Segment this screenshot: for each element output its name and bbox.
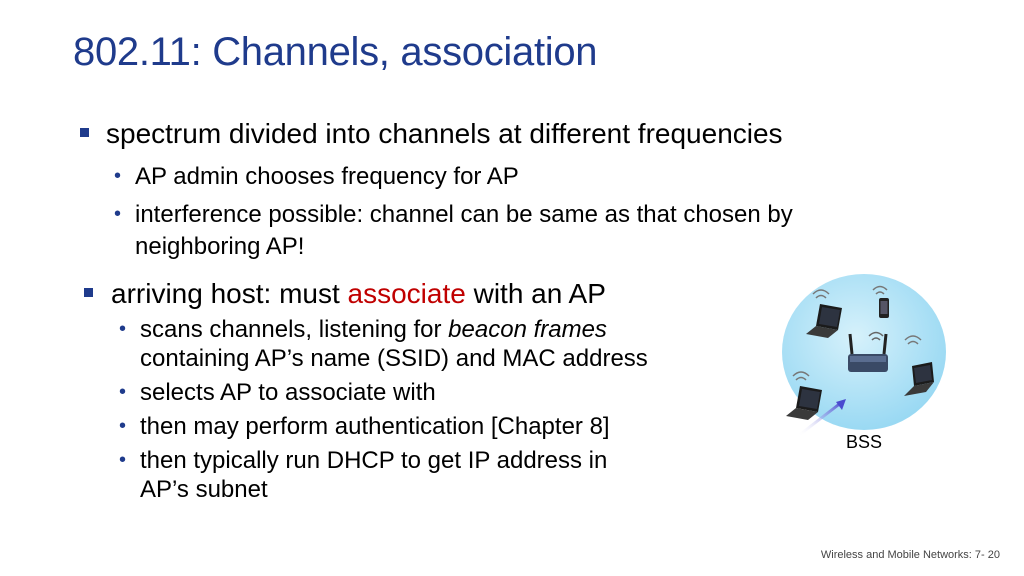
access-point-icon — [848, 331, 888, 372]
arrow-head-icon — [836, 399, 846, 410]
beacon-frames-term: beacon frames — [448, 316, 607, 343]
sub-bullet-scans: scans channels, listening for beacon fra… — [140, 315, 607, 345]
laptop-icon — [806, 289, 842, 338]
arrival-arrow — [797, 400, 843, 438]
round-bullet-icon: • — [114, 165, 122, 187]
text: arriving host: must — [111, 278, 348, 309]
sub-bullet-authentication: then may perform authentication [Chapter… — [140, 413, 610, 440]
round-bullet-icon: • — [119, 415, 127, 437]
sub-bullet-dhcp: then typically run DHCP to get IP addres… — [140, 447, 608, 474]
round-bullet-icon: • — [119, 381, 127, 403]
bss-label: BSS — [846, 432, 883, 452]
sub-bullet-interference: interference possible: channel can be sa… — [135, 201, 793, 228]
sub-bullet-selects: selects AP to associate with — [140, 379, 436, 406]
round-bullet-icon: • — [119, 318, 127, 340]
slide-title: 802.11: Channels, association — [73, 30, 598, 74]
square-bullet-icon — [84, 288, 93, 297]
text: with an AP — [465, 278, 606, 309]
sub-bullet-admin: AP admin chooses frequency for AP — [135, 163, 519, 190]
sub-bullet-interference-cont: neighboring AP! — [135, 233, 305, 260]
smartphone-icon — [872, 285, 889, 318]
bss-diagram — [782, 274, 946, 438]
sub-bullet-scans-cont: containing AP’s name (SSID) and MAC addr… — [140, 345, 648, 372]
bullet-arriving-host: arriving host: must associate with an AP — [111, 278, 606, 310]
bullet-spectrum: spectrum divided into channels at differ… — [106, 118, 783, 149]
text: scans channels, listening for — [140, 316, 449, 343]
laptop-icon — [786, 371, 822, 420]
round-bullet-icon: • — [119, 449, 127, 471]
footer-page-number: Wireless and Mobile Networks: 7- 20 — [820, 549, 1000, 561]
sub-bullet-dhcp-cont: AP’s subnet — [140, 476, 268, 503]
laptop-icon — [904, 335, 934, 396]
square-bullet-icon — [80, 128, 89, 137]
associate-highlight: associate — [347, 278, 466, 309]
round-bullet-icon: • — [114, 203, 122, 225]
